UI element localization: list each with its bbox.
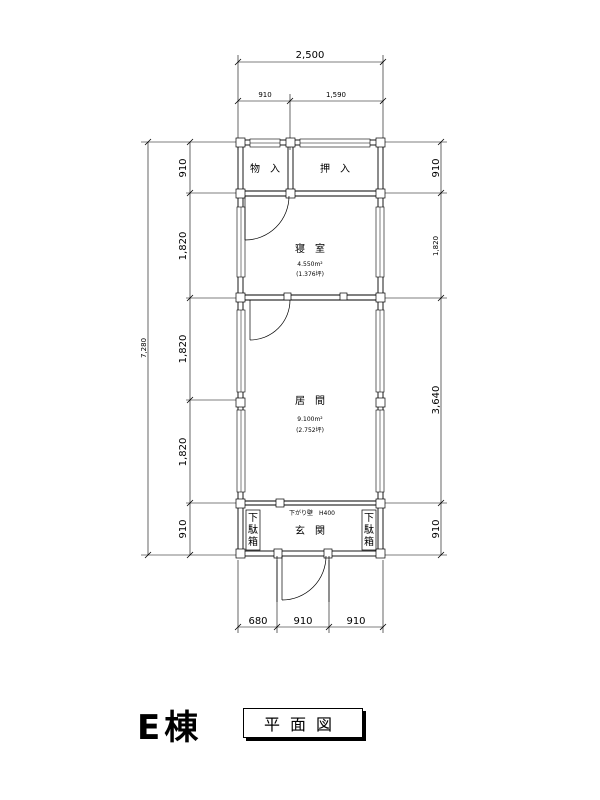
- bedroom-tsubo: (1.376坪): [296, 270, 324, 278]
- dim-left-1: 910: [178, 158, 189, 177]
- walls: [237, 139, 384, 557]
- dim-top-total: 2,500: [296, 50, 325, 61]
- dim-top-right: 1,590: [326, 91, 346, 99]
- dim-right-3: 3,640: [431, 386, 442, 415]
- dim-right-4: 910: [431, 519, 442, 538]
- dim-right-2: 1,820: [432, 236, 440, 256]
- room-entrance-label: 玄 関: [295, 524, 325, 537]
- shoe-box-left-1: 下: [248, 513, 258, 524]
- drawing-title: 平面図: [243, 708, 363, 738]
- shoe-box-left-2: 駄: [248, 523, 258, 536]
- shoe-box-right-2: 駄: [364, 523, 374, 536]
- dim-top-left: 910: [258, 91, 271, 99]
- bedroom-area: 4.550m²: [297, 261, 323, 268]
- dim-left-5: 910: [178, 519, 189, 538]
- dim-right-1: 910: [431, 158, 442, 177]
- room-living-label: 居 間: [295, 395, 325, 407]
- dim-left-3: 1,820: [178, 335, 189, 364]
- dim-bottom-3: 910: [346, 616, 365, 627]
- dim-left-2: 1,820: [178, 232, 189, 261]
- shoe-box-right-3: 箱: [364, 535, 374, 548]
- dim-left-4: 1,820: [178, 438, 189, 467]
- dim-left-total: 7,280: [140, 338, 148, 358]
- doors: [244, 195, 330, 602]
- room-storage-label: 物 入: [250, 162, 280, 175]
- room-closet-label: 押 入: [320, 162, 350, 175]
- building-title: E棟: [137, 708, 203, 748]
- hanging-wall-note: 下がり壁 H400: [289, 509, 335, 517]
- dim-bottom-1: 680: [248, 616, 267, 627]
- shoe-box-left-3: 箱: [248, 535, 258, 548]
- dim-bottom-2: 910: [293, 616, 312, 627]
- shoe-box-right-1: 下: [364, 513, 374, 524]
- room-bedroom-label: 寝 室: [295, 242, 325, 255]
- shoe-boxes: [245, 509, 377, 551]
- living-area: 9.100m²: [297, 416, 323, 423]
- living-tsubo: (2.752坪): [296, 426, 324, 434]
